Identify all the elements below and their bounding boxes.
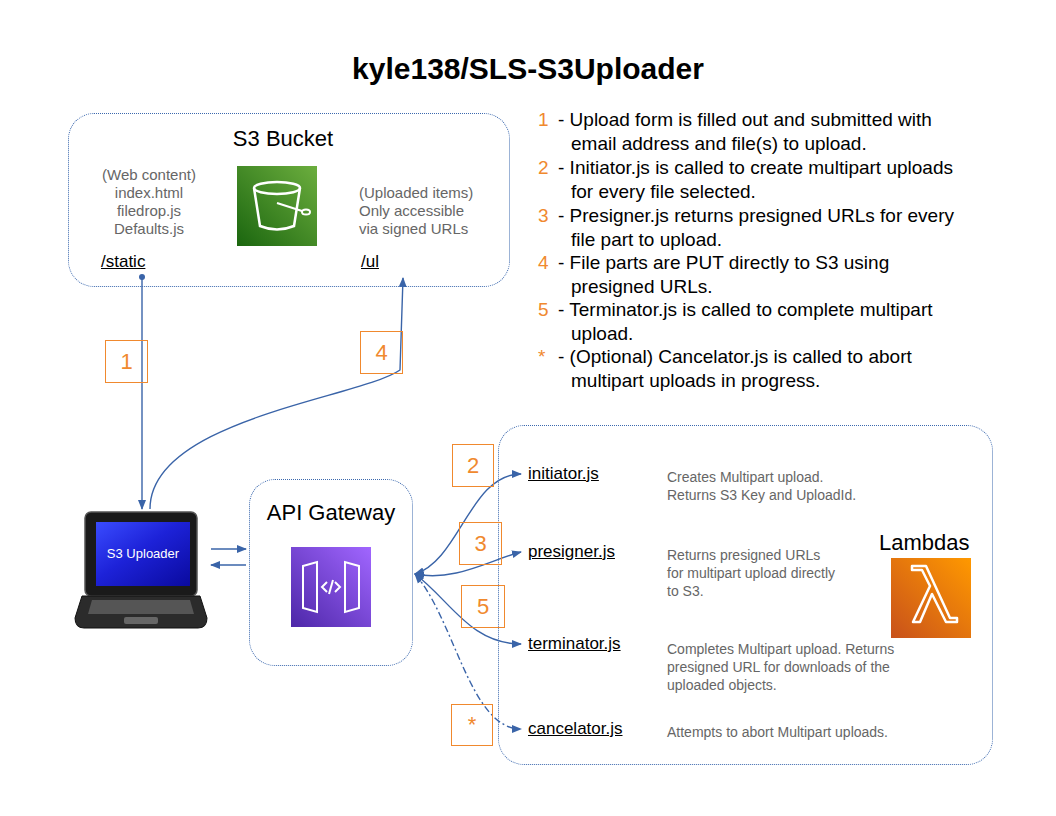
lambda-function: cancelator.jsAttempts to abort Multipart… bbox=[523, 715, 942, 745]
lambda-function: presigner.jsReturns presigned URLs for m… bbox=[523, 538, 843, 604]
connector bbox=[211, 548, 246, 549]
folder-contents: (Uploaded items) Only accessible via sig… bbox=[356, 184, 480, 238]
step-number: * bbox=[538, 345, 545, 369]
group-heading: Lambdas bbox=[879, 530, 970, 556]
connector bbox=[211, 564, 246, 565]
connector-dot bbox=[139, 274, 145, 280]
function-name: presigner.js bbox=[528, 542, 667, 562]
function-name: initiator.js bbox=[528, 464, 667, 484]
callout-number: 2 bbox=[452, 444, 494, 487]
function-description: Returns presigned URLs for multipart upl… bbox=[667, 546, 838, 600]
function-description: Completes Multipart upload. Returns pres… bbox=[667, 640, 897, 694]
screen-label: S3 Uploader bbox=[96, 546, 190, 562]
step-number: 1 bbox=[538, 108, 549, 132]
connector bbox=[415, 574, 521, 729]
laptop-client: S3 Uploader bbox=[75, 510, 207, 630]
function-description: Attempts to abort Multipart uploads. bbox=[667, 723, 937, 741]
step-text: - Terminator.js is called to complete mu… bbox=[558, 298, 968, 345]
step-text: - Presigner.js returns presigned URLs fo… bbox=[558, 204, 968, 251]
step-text: - (Optional) Cancelator.js is called to … bbox=[558, 345, 968, 392]
group-heading: S3 Bucket bbox=[69, 126, 497, 152]
lambdas-group: Lambdas initiator.jsCreates Multipart upl… bbox=[498, 425, 993, 765]
api-gateway-group: API Gateway bbox=[249, 479, 413, 666]
lambda-icon bbox=[891, 558, 971, 638]
folder-path: /ul bbox=[361, 252, 379, 272]
lambda-function: initiator.jsCreates Multipart upload. Re… bbox=[523, 460, 872, 508]
folder-path: /static bbox=[101, 252, 145, 272]
upload-folder: (Uploaded items) Only accessible via sig… bbox=[356, 184, 480, 272]
step-text: - Initiator.js is called to create multi… bbox=[558, 156, 968, 203]
folder-contents: (Web content) index.html filedrop.js Def… bbox=[93, 166, 205, 238]
connector bbox=[141, 277, 142, 509]
api-gateway-icon bbox=[291, 547, 371, 627]
group-heading: API Gateway bbox=[250, 500, 412, 526]
callout-number: * bbox=[451, 704, 493, 746]
connector bbox=[415, 474, 521, 574]
lambda-function: terminator.jsCompletes Multipart upload.… bbox=[523, 630, 902, 698]
step-number: 2 bbox=[538, 156, 549, 180]
function-name: terminator.js bbox=[528, 634, 667, 654]
s3-bucket-icon bbox=[237, 166, 317, 246]
step-number: 5 bbox=[538, 298, 549, 322]
s3-bucket-group: S3 Bucket (Web content) index.html filedr… bbox=[68, 113, 510, 287]
connector bbox=[415, 552, 521, 576]
step-number: 3 bbox=[538, 204, 549, 228]
callout-number: 3 bbox=[459, 522, 502, 565]
connector bbox=[150, 278, 403, 509]
function-description: Creates Multipart upload. Returns S3 Key… bbox=[667, 468, 867, 504]
callout-number: 5 bbox=[461, 585, 505, 628]
step-number: 4 bbox=[538, 251, 549, 275]
static-folder: (Web content) index.html filedrop.js Def… bbox=[93, 166, 205, 272]
callout-number: 4 bbox=[360, 331, 403, 374]
callout-number: 1 bbox=[105, 340, 148, 383]
diagram-title: kyle138/SLS-S3Uploader bbox=[0, 52, 1056, 86]
laptop-illustration bbox=[75, 512, 207, 628]
step-text: - Upload form is filled out and submitte… bbox=[558, 108, 968, 155]
function-name: cancelator.js bbox=[528, 719, 667, 739]
connector bbox=[415, 574, 521, 644]
step-text: - File parts are PUT directly to S3 usin… bbox=[558, 251, 968, 298]
